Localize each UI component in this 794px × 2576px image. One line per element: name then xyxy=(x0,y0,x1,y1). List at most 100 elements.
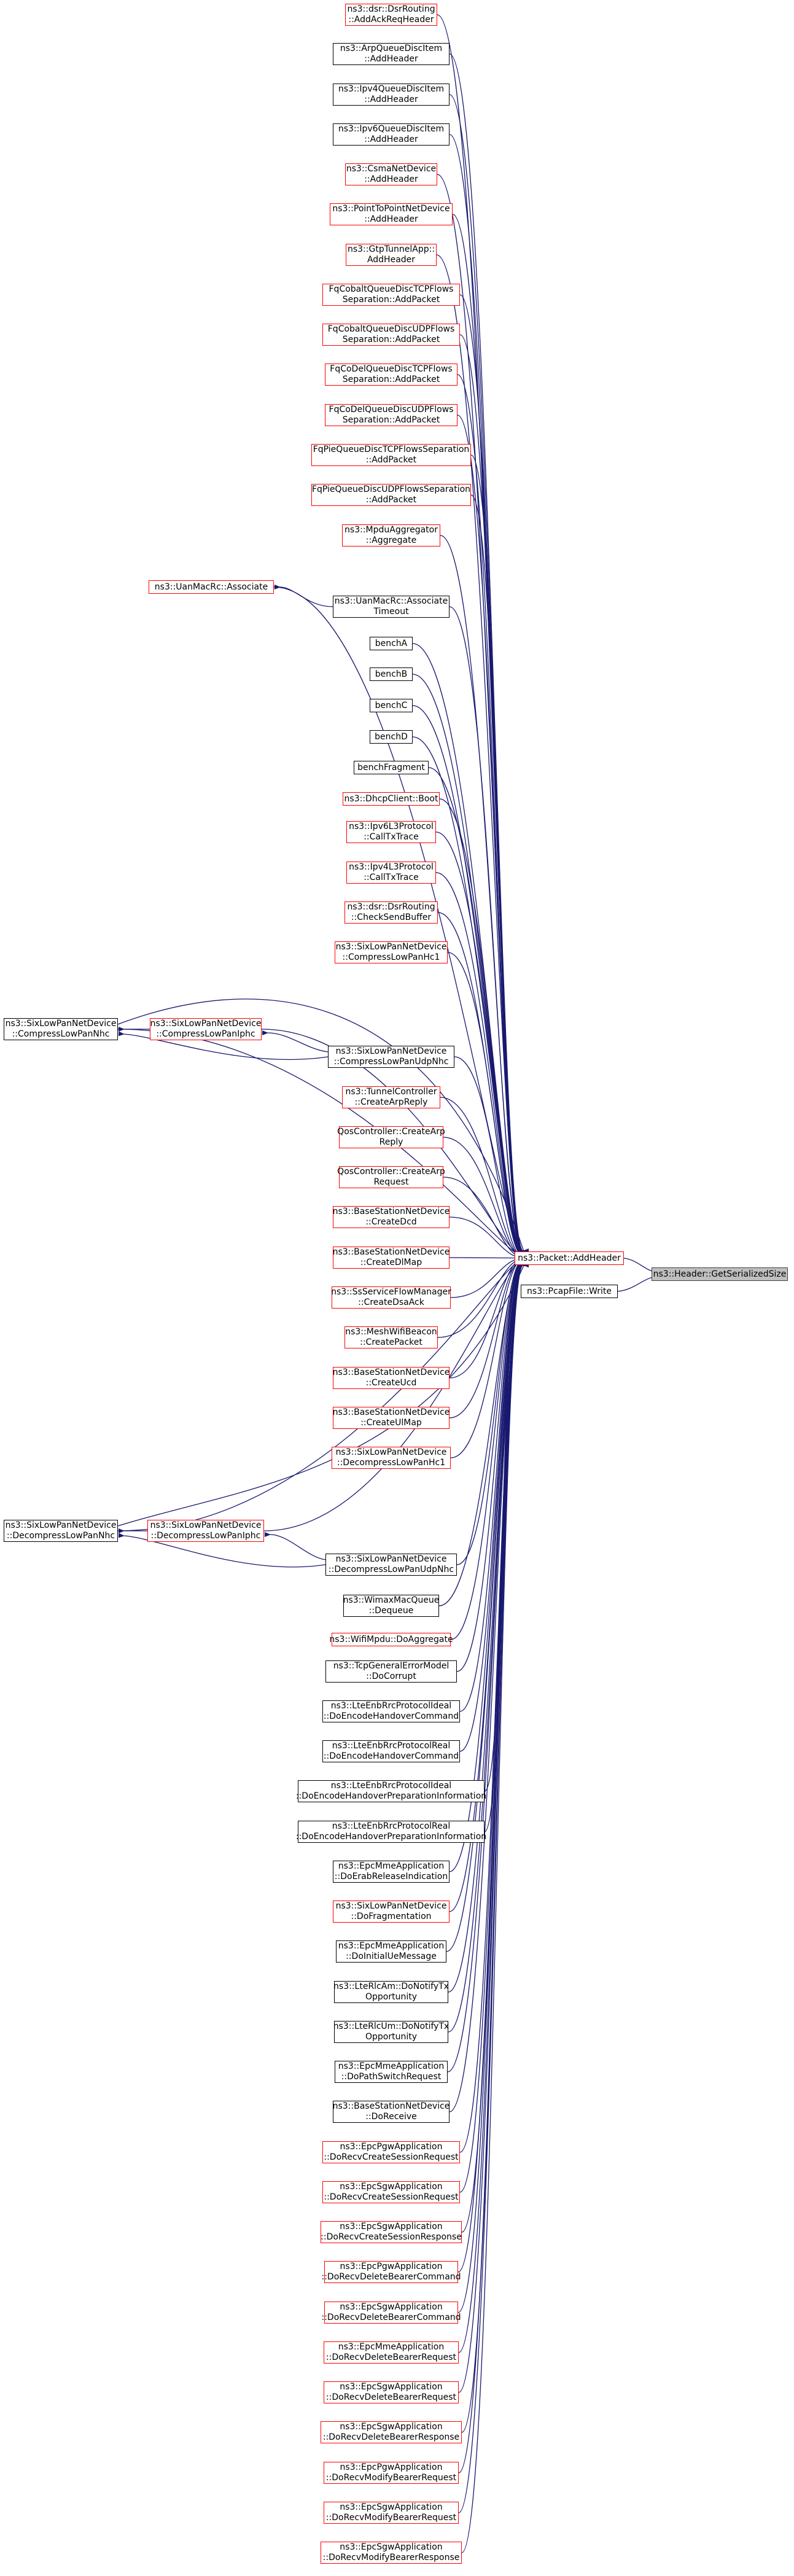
node-packet-addheader[interactable]: ns3::Packet::AddHeader xyxy=(515,1251,624,1265)
caller-node-ns3-tunnelcontroller-createarpreply[interactable]: ns3::TunnelController ::CreateArpReply xyxy=(342,1086,440,1108)
caller-node-fqcodelqueuediscudpflows-separation-addpacket[interactable]: FqCoDelQueueDiscUDPFlows Separation::Add… xyxy=(325,404,457,426)
caller-node-ns3-ipv4l3protocol-calltxtrace[interactable]: ns3::Ipv4L3Protocol ::CallTxTrace xyxy=(346,862,436,884)
edge-compressudp-to-compressnhc xyxy=(118,1031,329,1060)
caller-node-ns3-wimaxmacqueue-dequeue[interactable]: ns3::WimaxMacQueue ::Dequeue xyxy=(343,1595,440,1617)
caller-node-bencha[interactable]: benchA xyxy=(370,637,413,650)
caller-node-fqcobaltqueuedisctcpflows-separation-addpacket[interactable]: FqCobaltQueueDiscTCPFlows Separation::Ad… xyxy=(322,284,460,306)
caller-node-ns3-lterlcum-donotifytx-opportunity[interactable]: ns3::LteRlcUm::DoNotifyTx Opportunity xyxy=(333,2021,450,2043)
edge-23-to-addheader xyxy=(435,872,529,1259)
edge-decompressudp-to-decompressiphc xyxy=(264,1531,326,1560)
edge-15-to-addheader xyxy=(449,606,529,1257)
caller-node-ns3-epcmmeapplication-doerabreleaseindication[interactable]: ns3::EpcMmeApplication ::DoErabReleaseIn… xyxy=(333,1861,450,1883)
edge-9-to-addheader xyxy=(457,374,529,1256)
edge-40-to-addheader xyxy=(263,1257,529,1531)
caller-node-ns3-epcmmeapplication-doinitialuemessage[interactable]: ns3::EpcMmeApplication ::DoInitialUeMess… xyxy=(336,1940,446,1963)
caller-node-ns3-basestationnetdevice-createulmap[interactable]: ns3::BaseStationNetDevice ::CreateUlMap xyxy=(332,1407,450,1429)
caller-node-ns3-epcsgwapplication-dorecvcreatesessionrequest[interactable]: ns3::EpcSgwApplication ::DoRecvCreateSes… xyxy=(322,2181,460,2203)
caller-node-ns3-sixlowpannetdevice-compresslowpanhc1[interactable]: ns3::SixLowPanNetDevice ::CompressLowPan… xyxy=(335,941,448,963)
edge-associatetimeout-to-associate xyxy=(274,584,333,607)
caller-node-ns3-epcmmeapplication-dopathswitchrequest[interactable]: ns3::EpcMmeApplication ::DoPathSwitchReq… xyxy=(335,2061,448,2083)
caller-node-ns3-sixlowpannetdevice-compresslowpanudpnhc[interactable]: ns3::SixLowPanNetDevice ::CompressLowPan… xyxy=(328,1046,454,1068)
caller-node-benchd[interactable]: benchD xyxy=(370,730,413,744)
caller-node-ns3-mpduaggregator-aggregate[interactable]: ns3::MpduAggregator ::Aggregate xyxy=(342,524,440,547)
edge-29-to-addheader xyxy=(440,1097,529,1260)
caller-node-ns3-lteenbrrcprotocolreal-doencodehandoverpreparationinformation[interactable]: ns3::LteEnbRrcProtocolReal ::DoEncodeHan… xyxy=(295,1821,487,1843)
edge-35-to-addheader xyxy=(437,1256,529,1338)
edge-39-to-addheader xyxy=(117,1256,529,1531)
caller-node-ns3-csmanetdevice-addheader[interactable]: ns3::CsmaNetDevice ::AddHeader xyxy=(345,163,437,185)
caller-node-ns3-ipv4queuediscitem-addheader[interactable]: ns3::Ipv4QueueDiscItem ::AddHeader xyxy=(333,84,450,106)
caller-node-qoscontroller-createarp-request[interactable]: QosController::CreateArp Request xyxy=(337,1166,445,1188)
caller-node-ns3-dsr-dsrrouting-addackreqheader[interactable]: ns3::dsr::DsrRouting ::AddAckReqHeader xyxy=(345,4,437,26)
edge-38-to-addheader xyxy=(450,1256,529,1458)
caller-node-benchc[interactable]: benchC xyxy=(370,699,413,712)
caller-node-ns3-ipv6queuediscitem-addheader[interactable]: ns3::Ipv6QueueDiscItem ::AddHeader xyxy=(333,123,450,146)
caller-node-fqcodelqueuedisctcpflows-separation-addpacket[interactable]: FqCoDelQueueDiscTCPFlows Separation::Add… xyxy=(325,364,457,386)
caller-node-ns3-uanmacrc-associate-timeout[interactable]: ns3::UanMacRc::Associate Timeout xyxy=(333,596,450,618)
edge-46-to-addheader xyxy=(459,1258,529,1752)
caller-node-ns3-ssserviceflowmanager-createdsaack[interactable]: ns3::SsServiceFlowManager ::CreateDsaAck xyxy=(331,1286,451,1309)
caller-node-ns3-meshwifibeacon-createpacket[interactable]: ns3::MeshWifiBeacon ::CreatePacket xyxy=(344,1326,438,1348)
caller-node-ns3-sixlowpannetdevice-decompresslowpanhc1[interactable]: ns3::SixLowPanNetDevice ::DecompressLowP… xyxy=(332,1447,451,1469)
caller-node-ns3-epcsgwapplication-dorecvdeletebearerrequest[interactable]: ns3::EpcSgwApplication ::DoRecvDeleteBea… xyxy=(324,2381,459,2403)
node-header-getserializedsize[interactable]: ns3::Header::GetSerializedSize xyxy=(652,1267,788,1281)
caller-node-fqcobaltqueuediscudpflows-separation-addpacket[interactable]: FqCobaltQueueDiscUDPFlows Separation::Ad… xyxy=(322,324,460,346)
caller-node-ns3-epcsgwapplication-dorecvdeletebearercommand[interactable]: ns3::EpcSgwApplication ::DoRecvDeleteBea… xyxy=(321,2302,461,2324)
caller-node-ns3-sixlowpannetdevice-decompresslowpannhc[interactable]: ns3::SixLowPanNetDevice ::DecompressLowP… xyxy=(4,1520,118,1542)
caller-node-ns3-basestationnetdevice-createucd[interactable]: ns3::BaseStationNetDevice ::CreateUcd xyxy=(332,1367,450,1389)
edge-12-to-addheader xyxy=(470,494,529,1256)
caller-node-ns3-ipv6l3protocol-calltxtrace[interactable]: ns3::Ipv6L3Protocol ::CallTxTrace xyxy=(346,821,436,843)
edge-43-to-addheader xyxy=(450,1258,529,1640)
caller-node-ns3-lteenbrrcprotocolreal-doencodehandovercommand[interactable]: ns3::LteEnbRrcProtocolReal ::DoEncodeHan… xyxy=(322,1740,460,1762)
caller-node-fqpiequeuedisctcpflowsseparation-addpacket[interactable]: FqPieQueueDiscTCPFlowsSeparation ::AddPa… xyxy=(311,444,471,466)
caller-node-ns3-basestationnetdevice-doreceive[interactable]: ns3::BaseStationNetDevice ::DoReceive xyxy=(332,2101,450,2123)
caller-node-ns3-pointtopointnetdevice-addheader[interactable]: ns3::PointToPointNetDevice ::AddHeader xyxy=(330,203,453,225)
caller-node-ns3-epcsgwapplication-dorecvcreatesessionresponse[interactable]: ns3::EpcSgwApplication ::DoRecvCreateSes… xyxy=(321,2221,462,2243)
edge-31-to-addheader xyxy=(443,1177,529,1260)
caller-node-ns3-epcpgwapplication-dorecvcreatesessionrequest[interactable]: ns3::EpcPgwApplication ::DoRecvCreateSes… xyxy=(322,2141,460,2163)
caller-node-ns3-lteenbrrcprotocolideal-doencodehandovercommand[interactable]: ns3::LteEnbRrcProtocolIdeal ::DoEncodeHa… xyxy=(322,1700,460,1722)
caller-node-ns3-lteenbrrcprotocolideal-doencodehandoverpreparationinformation[interactable]: ns3::LteEnbRrcProtocolIdeal ::DoEncodeHa… xyxy=(295,1780,487,1802)
caller-node-ns3-dhcpclient-boot[interactable]: ns3::DhcpClient::Boot xyxy=(343,792,440,806)
caller-node-benchb[interactable]: benchB xyxy=(370,667,413,681)
caller-node-ns3-gtptunnelapp-addheader[interactable]: ns3::GtpTunnelApp:: AddHeader xyxy=(346,244,437,266)
caller-node-ns3-wifimpdu-doaggregate[interactable]: ns3::WifiMpdu::DoAggregate xyxy=(329,1633,453,1646)
caller-node-ns3-dsr-dsrrouting-checksendbuffer[interactable]: ns3::dsr::DsrRouting ::CheckSendBuffer xyxy=(344,901,438,924)
edge-decompressudp-to-decompressnhc xyxy=(118,1533,326,1568)
caller-node-ns3-epcsgwapplication-dorecvdeletebearerresponse[interactable]: ns3::EpcSgwApplication ::DoRecvDeleteBea… xyxy=(321,2421,462,2443)
caller-node-ns3-basestationnetdevice-createdcd[interactable]: ns3::BaseStationNetDevice ::CreateDcd xyxy=(332,1206,450,1228)
edge-2-to-addheader xyxy=(449,94,529,1255)
caller-node-ns3-sixlowpannetdevice-decompresslowpanudpnhc[interactable]: ns3::SixLowPanNetDevice ::DecompressLowP… xyxy=(325,1554,457,1576)
edge-59-to-addheader xyxy=(457,1261,529,2273)
caller-node-ns3-epcpgwapplication-dorecvdeletebearercommand[interactable]: ns3::EpcPgwApplication ::DoRecvDeleteBea… xyxy=(321,2261,461,2283)
edge-compressudp-to-compressiphc xyxy=(262,1030,329,1053)
caller-node-ns3-basestationnetdevice-createdlmap[interactable]: ns3::BaseStationNetDevice ::CreateDlMap xyxy=(332,1247,450,1269)
edge-66-to-addheader xyxy=(461,1262,529,2553)
caller-node-ns3-lterlcam-donotifytx-opportunity[interactable]: ns3::LteRlcAm::DoNotifyTx Opportunity xyxy=(333,1981,449,2003)
edge-21-to-addheader xyxy=(439,798,529,1258)
caller-node-ns3-sixlowpannetdevice-decompresslowpaniphc[interactable]: ns3::SixLowPanNetDevice ::DecompressLowP… xyxy=(147,1520,264,1542)
edge-8-to-addheader xyxy=(459,334,529,1256)
caller-node-ns3-epcsgwapplication-dorecvmodifybearerrequest[interactable]: ns3::EpcSgwApplication ::DoRecvModifyBea… xyxy=(324,2502,459,2524)
caller-node-ns3-uanmacrc-associate[interactable]: ns3::UanMacRc::Associate xyxy=(149,580,274,594)
caller-node-ns3-epcsgwapplication-dorecvmodifybearerresponse[interactable]: ns3::EpcSgwApplication ::DoRecvModifyBea… xyxy=(321,2542,462,2564)
caller-node-ns3-sixlowpannetdevice-compresslowpaniphc[interactable]: ns3::SixLowPanNetDevice ::CompressLowPan… xyxy=(150,1018,262,1040)
caller-node-ns3-sixlowpannetdevice-compresslowpannhc[interactable]: ns3::SixLowPanNetDevice ::CompressLowPan… xyxy=(4,1018,118,1040)
caller-node-ns3-epcmmeapplication-dorecvdeletebearerrequest[interactable]: ns3::EpcMmeApplication ::DoRecvDeleteBea… xyxy=(324,2341,459,2364)
edge-decompressnhc-to-addheader xyxy=(117,1261,528,1527)
caller-node-ns3-epcpgwapplication-dorecvmodifybearerrequest[interactable]: ns3::EpcPgwApplication ::DoRecvModifyBea… xyxy=(324,2462,459,2484)
caller-node-ns3-arpqueuediscitem-addheader[interactable]: ns3::ArpQueueDiscItem ::AddHeader xyxy=(333,43,450,65)
caller-node-ns3-tcpgeneralerrormodel-docorrupt[interactable]: ns3::TcpGeneralErrorModel ::DoCorrupt xyxy=(325,1660,457,1683)
node-pcapfile-write[interactable]: ns3::PcapFile::Write xyxy=(521,1285,618,1298)
caller-node-fqpiequeuediscudpflowsseparation-addpacket[interactable]: FqPieQueueDiscUDPFlowsSeparation ::AddPa… xyxy=(311,484,471,506)
edge-22-to-addheader xyxy=(435,831,529,1258)
caller-node-benchfragment[interactable]: benchFragment xyxy=(354,761,429,774)
edge-3-to-addheader xyxy=(449,134,529,1255)
caller-node-ns3-sixlowpannetdevice-dofragmentation[interactable]: ns3::SixLowPanNetDevice ::DoFragmentatio… xyxy=(333,1901,450,1923)
edge-44-to-addheader xyxy=(456,1258,529,1672)
edge-compressnhc-to-addheader xyxy=(117,998,527,1256)
edge-55-to-addheader xyxy=(449,1260,529,2112)
caller-node-qoscontroller-createarp-reply[interactable]: QosController::CreateArp Reply xyxy=(337,1126,445,1148)
edge-25-to-addheader xyxy=(447,952,529,1259)
